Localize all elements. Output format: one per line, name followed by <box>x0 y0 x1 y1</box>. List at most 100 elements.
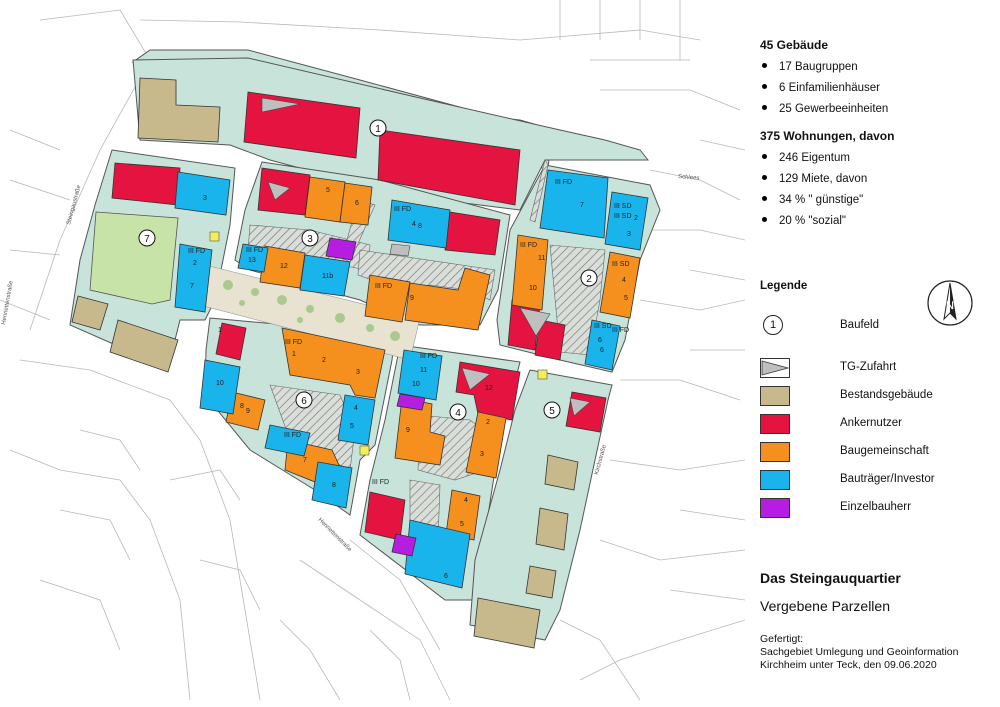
svg-text:3: 3 <box>480 451 484 458</box>
svg-text:7: 7 <box>144 234 150 245</box>
svg-text:7: 7 <box>190 283 194 290</box>
svg-text:5: 5 <box>549 406 555 417</box>
baufeld-icon: 1 <box>763 315 783 335</box>
legend-swatch <box>760 442 790 462</box>
svg-text:4: 4 <box>455 408 461 419</box>
block-7-green <box>89 211 179 305</box>
svg-text:III FD: III FD <box>555 179 572 186</box>
flats-item: 20 % "sozial" <box>762 215 846 227</box>
svg-text:3: 3 <box>356 369 360 376</box>
street-label: Steingaustraße <box>66 184 82 225</box>
svg-text:2: 2 <box>634 215 638 222</box>
svg-text:1: 1 <box>218 327 222 334</box>
svg-text:III FD: III FD <box>372 479 389 486</box>
svg-text:4: 4 <box>622 277 626 284</box>
buildings-item: 17 Baugruppen <box>762 61 858 73</box>
svg-text:2: 2 <box>486 419 490 426</box>
svg-text:III FD: III FD <box>394 206 411 213</box>
credit-line: Sachgebiet Umlegung und Geoinformation <box>760 646 959 658</box>
svg-text:12: 12 <box>485 385 493 392</box>
svg-text:11: 11 <box>420 367 427 374</box>
svg-text:III FD: III FD <box>284 432 301 439</box>
legend-swatch <box>760 498 790 518</box>
street-label: Henriettenstraße <box>1 280 15 326</box>
svg-text:6: 6 <box>355 200 359 207</box>
north-arrow-icon: N <box>927 280 973 326</box>
cadastral-lines <box>0 0 745 701</box>
svg-text:III SD: III SD <box>614 203 632 210</box>
svg-text:6: 6 <box>600 347 604 354</box>
svg-text:3: 3 <box>203 195 207 202</box>
map-subtitle: Vergebene Parzellen <box>760 598 890 614</box>
svg-text:4: 4 <box>412 221 416 228</box>
svg-text:III SD: III SD <box>594 323 612 330</box>
buildings-item: 25 Gewerbeeinheiten <box>762 103 888 115</box>
buildings-item: 6 Einfamilienhäuser <box>762 82 880 94</box>
buildings-heading: 45 Gebäude <box>760 38 829 52</box>
site-plan-map[interactable]: Steingaustraße Henriettenstraße Henriett… <box>0 0 745 707</box>
svg-text:8: 8 <box>332 482 336 489</box>
svg-text:6: 6 <box>598 337 602 344</box>
svg-text:9: 9 <box>246 408 250 415</box>
street-label: Schlees <box>678 174 700 182</box>
svg-text:III SD: III SD <box>612 261 630 268</box>
existing-buildings <box>71 77 579 649</box>
svg-text:III FD: III FD <box>188 248 205 255</box>
svg-text:11b: 11b <box>322 273 333 280</box>
svg-text:4: 4 <box>354 405 358 412</box>
svg-text:III SD: III SD <box>614 213 632 220</box>
svg-text:N: N <box>946 300 954 312</box>
svg-text:11: 11 <box>538 255 545 262</box>
baufeld-markers[interactable]: 1 2 3 4 5 6 7 <box>138 119 598 421</box>
legend-swatch <box>760 386 790 406</box>
svg-text:9: 9 <box>406 427 410 434</box>
svg-text:6: 6 <box>444 573 448 580</box>
flats-item: 129 Miete, davon <box>762 173 867 185</box>
svg-text:8: 8 <box>418 223 422 230</box>
svg-text:10: 10 <box>529 285 537 292</box>
svg-text:5: 5 <box>350 423 354 430</box>
flats-heading: 375 Wohnungen, davon <box>760 129 895 143</box>
investor-buildings <box>174 169 649 589</box>
svg-text:III FD: III FD <box>520 242 537 249</box>
svg-text:6: 6 <box>301 396 307 407</box>
svg-text:9: 9 <box>410 295 414 302</box>
tg-ramps <box>261 97 591 417</box>
svg-text:5: 5 <box>624 295 628 302</box>
single-builder-buildings <box>325 237 426 557</box>
ramp-icon <box>760 358 790 378</box>
flats-item: 34 % " günstige" <box>762 194 863 206</box>
svg-text:2: 2 <box>193 260 197 267</box>
svg-text:12: 12 <box>280 263 288 270</box>
svg-text:5: 5 <box>326 187 330 194</box>
svg-text:3: 3 <box>307 234 313 245</box>
svg-text:III FD: III FD <box>420 353 437 360</box>
svg-text:2: 2 <box>586 274 592 285</box>
svg-text:10: 10 <box>216 380 224 387</box>
map-title: Das Steingauquartier <box>760 570 901 586</box>
svg-text:13: 13 <box>248 257 256 264</box>
building-labels: 3 III FD 4 5 6 III FD 7 III SD 2 III SD … <box>188 179 638 580</box>
svg-text:2: 2 <box>322 357 326 364</box>
svg-text:7: 7 <box>303 457 307 464</box>
svg-text:10: 10 <box>412 381 420 388</box>
legend-swatch <box>760 470 790 490</box>
svg-text:1: 1 <box>292 351 296 358</box>
svg-text:3: 3 <box>627 231 631 238</box>
credit-line: Kirchheim unter Teck, den 09.06.2020 <box>760 659 937 671</box>
svg-text:8: 8 <box>240 403 244 410</box>
svg-text:1: 1 <box>375 124 381 135</box>
plaza-trees <box>223 280 400 341</box>
credit-line: Gefertigt: <box>760 633 804 645</box>
legend-swatch <box>760 414 790 434</box>
flats-item: 246 Eigentum <box>762 152 850 164</box>
street-label: Henriettenstraße <box>317 517 353 553</box>
svg-text:III FD: III FD <box>285 339 302 346</box>
legend-title: Legende <box>760 280 808 292</box>
entrance-markers <box>209 231 548 456</box>
svg-text:III FD: III FD <box>246 247 263 254</box>
svg-text:III FD: III FD <box>612 327 629 334</box>
svg-text:4: 4 <box>464 497 468 504</box>
svg-text:5: 5 <box>460 521 464 528</box>
svg-text:III FD: III FD <box>375 283 392 290</box>
